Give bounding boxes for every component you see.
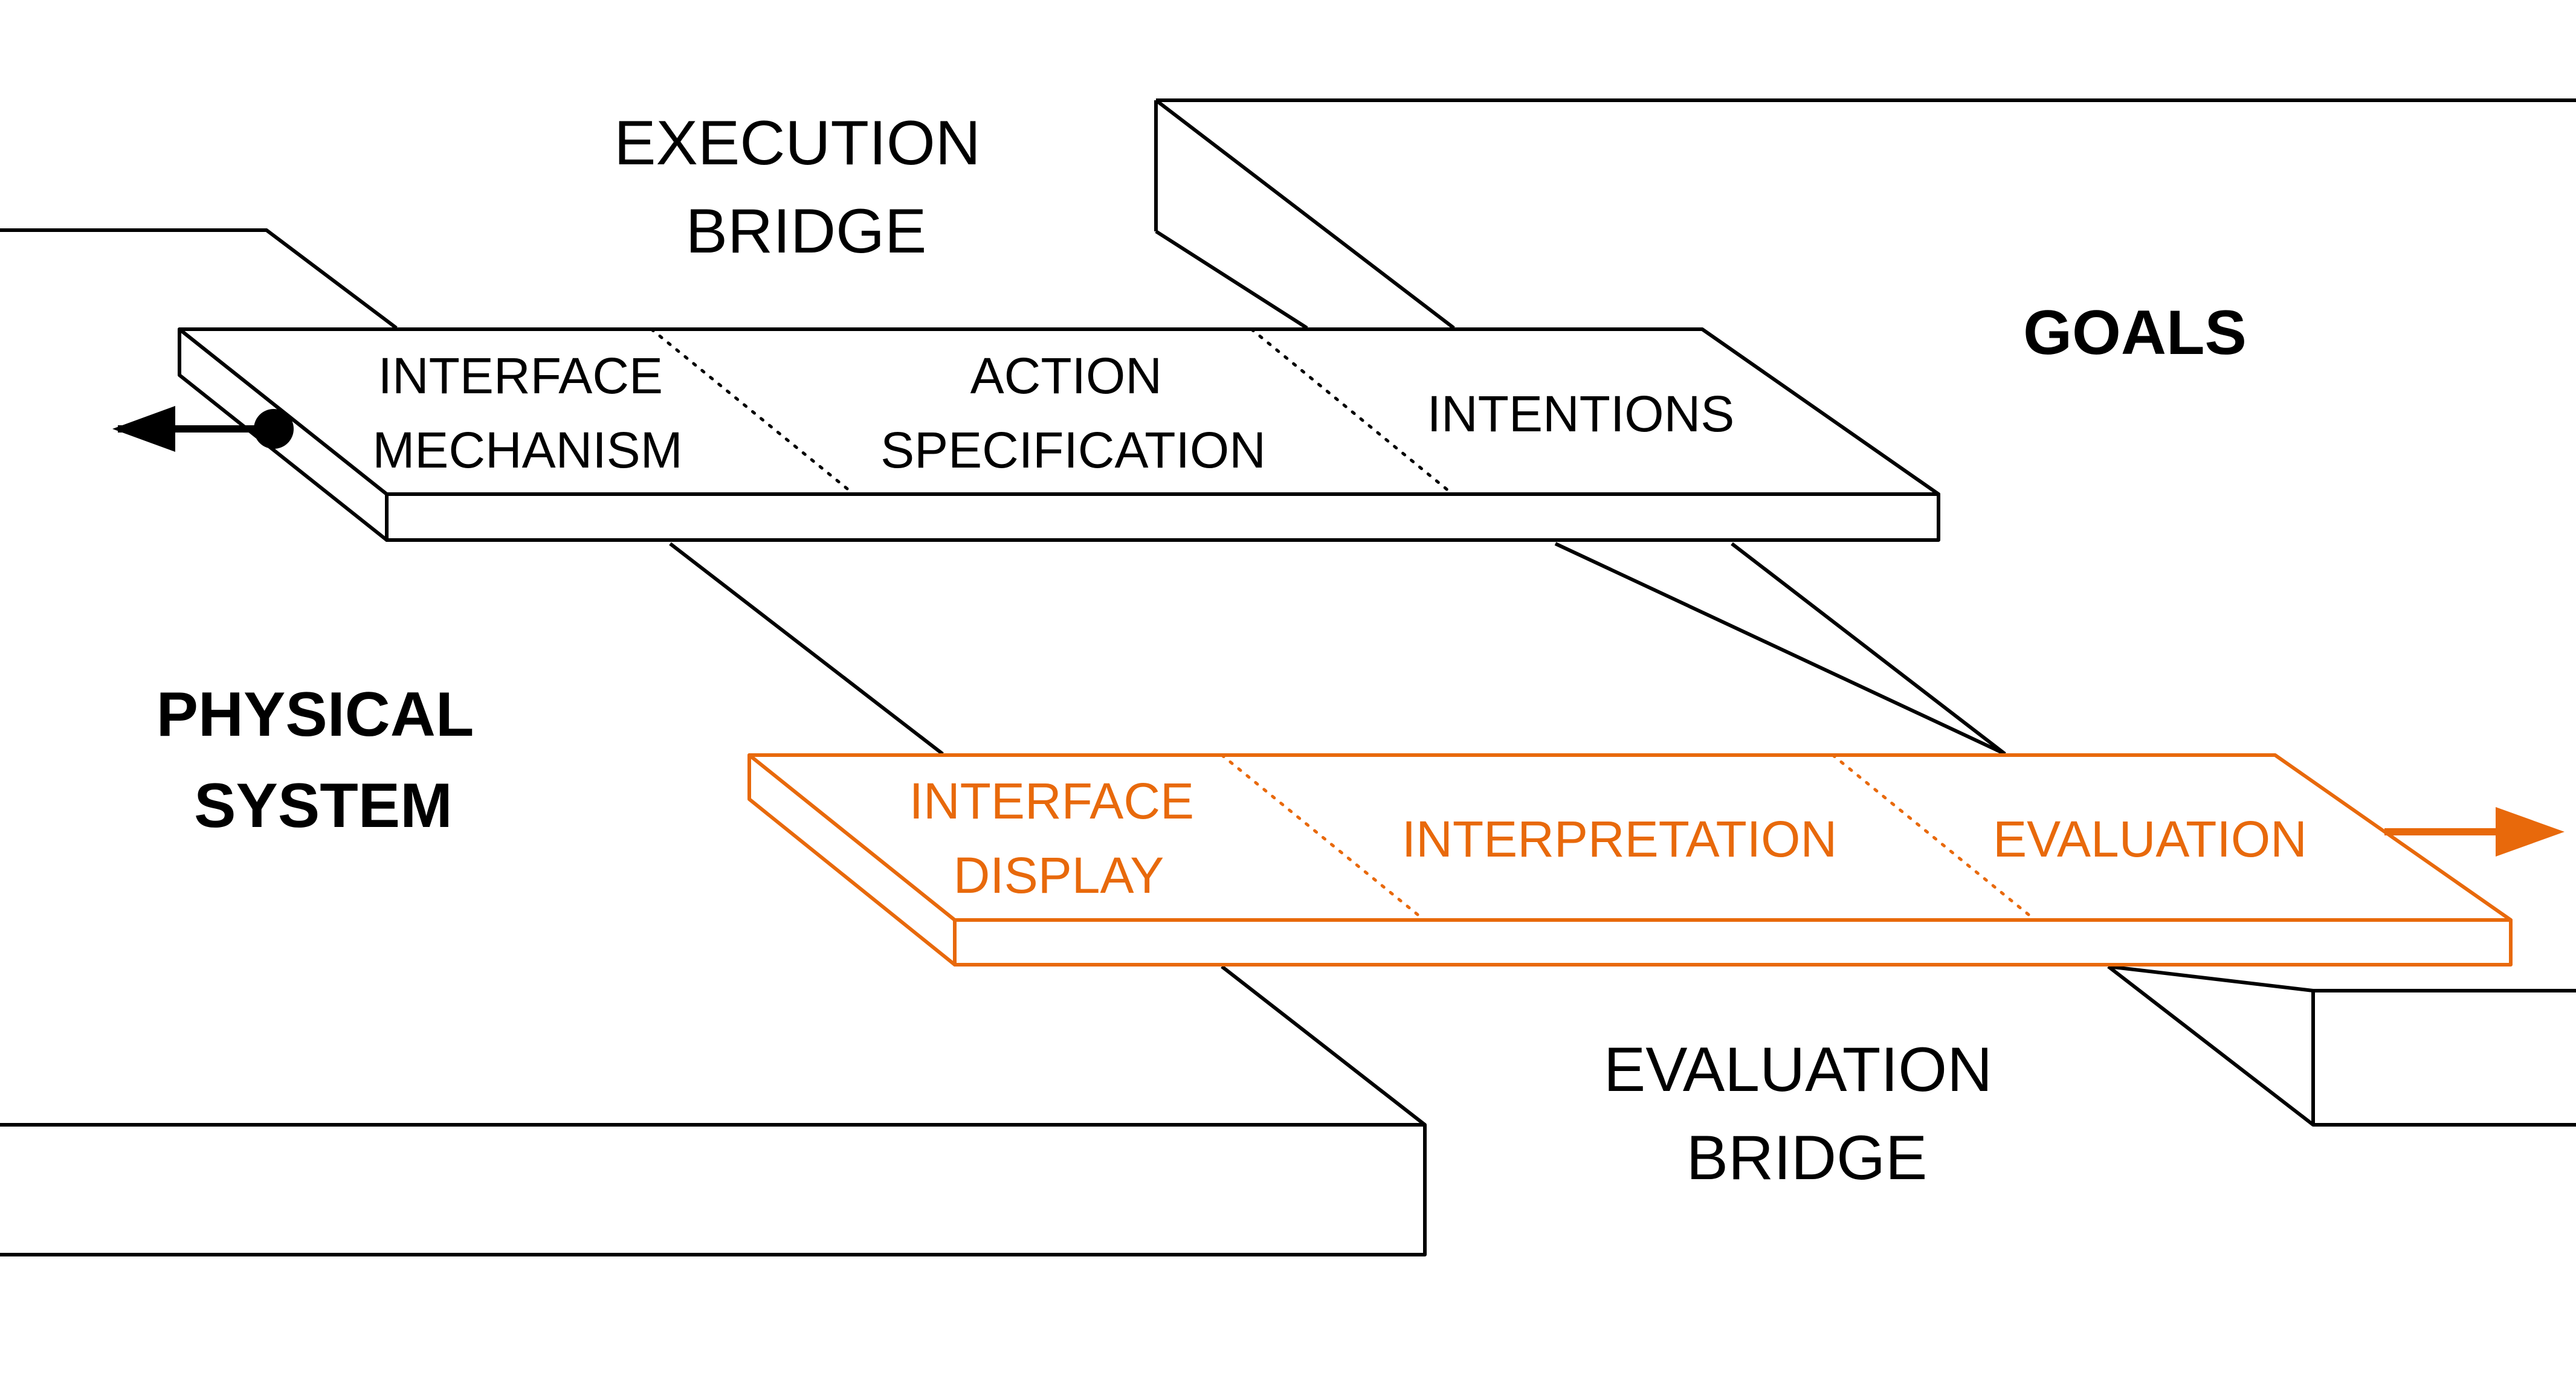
execution-plank xyxy=(178,327,1940,542)
interpretation-label: INTERPRETATION xyxy=(1402,811,1837,867)
action-specification-label: ACTION SPECIFICATION xyxy=(880,347,1266,478)
goals-platform xyxy=(1154,98,2576,1127)
evaluation-plank xyxy=(747,753,2513,967)
physical-system-label: PHYSICAL SYSTEM xyxy=(157,680,491,841)
evaluation-bridge-label: EVALUATION BRIDGE xyxy=(1604,1035,2010,1193)
evaluation-label: EVALUATION xyxy=(1993,811,2307,867)
goals-label: GOALS xyxy=(2023,298,2247,368)
interface-display-label: INTERFACE DISPLAY xyxy=(909,773,1209,904)
interface-mechanism-label: INTERFACE MECHANISM xyxy=(372,347,682,478)
execution-dividers xyxy=(650,327,1454,496)
execution-bridge-label: EXECUTION BRIDGE xyxy=(614,108,998,266)
evaluation-arrow xyxy=(2384,807,2565,857)
evaluation-dividers xyxy=(1220,753,2037,922)
execution-arrow xyxy=(112,406,294,452)
physical-system-platform xyxy=(0,228,1427,1256)
intentions-label: INTENTIONS xyxy=(1427,385,1735,442)
